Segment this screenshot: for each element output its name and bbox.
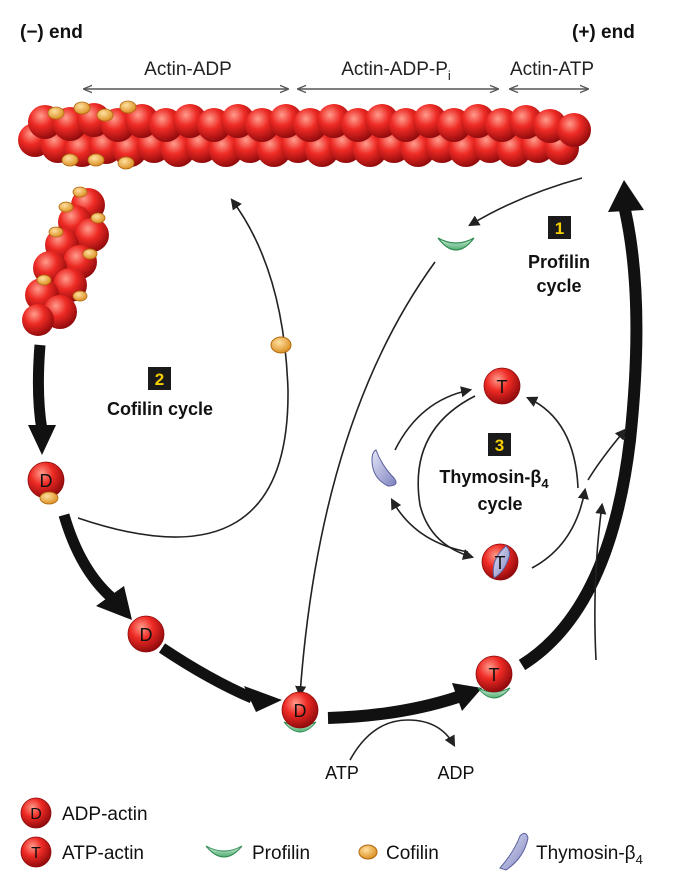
region-actin-atp-label: Actin-ATP [510, 59, 594, 80]
free-profilin [437, 237, 475, 251]
thymosin-arrow-bottom-left [390, 498, 469, 553]
adp-actin-profilin-letter: D [294, 701, 307, 721]
flow-arrowhead-4 [452, 683, 482, 711]
atp-actin-thymosin-letter: T [495, 553, 506, 573]
reaction-atp-label: ATP [325, 763, 359, 783]
adp-actin-free-monomer: D [127, 615, 165, 653]
adp-actin-cofilin-monomer: D [27, 461, 65, 505]
atp-actin-profilin-monomer: T [475, 655, 513, 699]
profilin-cycle-label-line2: cycle [536, 276, 581, 296]
plus-end-label: (+) end [572, 22, 635, 43]
thymosin-cycle-label-line2: cycle [477, 494, 522, 514]
flow-arrow-adp-actin-down [58, 513, 116, 603]
adp-actin-letter: D [40, 471, 53, 491]
legend-cofilin: Cofilin [358, 843, 439, 864]
profilin-binding-arrow [295, 261, 436, 698]
thymosin-arrow-top-right [525, 396, 579, 489]
atp-actin-profilin-letter: T [489, 665, 500, 685]
filament-top-row [28, 103, 591, 147]
thymosin-arrow-inner-left [417, 395, 476, 560]
flow-arrowhead-1 [28, 425, 56, 455]
cycle-badge-3-number: 3 [495, 436, 504, 455]
atp-actin-free-letter: T [497, 377, 508, 397]
flow-arrow-nucleotide-exchange [327, 691, 460, 724]
flow-arrow-to-profilin-exchange [158, 643, 255, 704]
flow-arrowhead-5 [608, 180, 644, 212]
free-cofilin [270, 336, 292, 354]
filament-bound-cofilin [47, 100, 137, 170]
legend-atp-actin-letter: T [31, 845, 41, 862]
legend-thymosin-icon [499, 832, 529, 871]
thymosin-cycle-label-line1: Thymosin-β4 [439, 467, 549, 491]
legend-adp-actin: D ADP-actin [20, 797, 148, 829]
region-actin-adp-pi-label: Actin-ADP-Pi [341, 59, 451, 83]
nucleotide-exchange-arrow [349, 719, 456, 761]
cycle-badge-2 [148, 367, 171, 390]
cofilin-cycle-label: Cofilin cycle [107, 399, 213, 419]
region-actin-adp-label: Actin-ADP [144, 59, 232, 80]
legend: D ADP-actin T ATP-actin Profilin Cofilin… [20, 797, 643, 871]
cycle-badge-3 [488, 433, 511, 456]
legend-thymosin: Thymosin-β4 [499, 832, 643, 871]
thymosin-arrow-branch [594, 502, 607, 661]
minus-end-label: (−) end [20, 22, 83, 43]
adp-actin-free-letter: D [140, 625, 153, 645]
flow-arrowhead-2 [96, 586, 132, 620]
actin-filament [18, 100, 591, 170]
reaction-adp-label: ADP [437, 763, 474, 783]
legend-cofilin-icon [358, 844, 378, 860]
thymosin-arrow-exit [587, 428, 627, 481]
thymosin-arrow-top-left [394, 386, 473, 451]
legend-thymosin-label: Thymosin-β4 [536, 843, 643, 867]
legend-profilin-label: Profilin [252, 843, 310, 864]
cycle-badge-1-number: 1 [555, 219, 564, 238]
atp-actin-thymosin-monomer: T [481, 543, 519, 581]
free-thymosin [371, 449, 397, 487]
legend-atp-actin-label: ATP-actin [62, 843, 144, 864]
profilin-release-arrow [468, 177, 583, 227]
legend-adp-actin-letter: D [30, 806, 42, 823]
severed-filament-fragment [22, 186, 109, 336]
legend-profilin: Profilin [205, 843, 310, 864]
atp-actin-free-monomer: T [483, 367, 521, 405]
cycle-badge-2-number: 2 [155, 370, 164, 389]
legend-profilin-icon [205, 845, 243, 858]
legend-cofilin-label: Cofilin [386, 843, 439, 864]
legend-atp-actin: T ATP-actin [20, 836, 144, 868]
flow-arrow-fragment-to-adp-actin [32, 344, 48, 431]
cycle-badge-1 [548, 216, 571, 239]
flow-arrowhead-3 [244, 686, 282, 712]
legend-adp-actin-label: ADP-actin [62, 804, 148, 825]
flow-arrow-to-plus-end [518, 208, 643, 671]
cofilin-return-arrow [77, 198, 289, 538]
thymosin-arrow-bottom-right [531, 487, 589, 569]
adp-actin-profilin-monomer: D [281, 691, 319, 733]
profilin-cycle-label-line1: Profilin [528, 252, 590, 272]
